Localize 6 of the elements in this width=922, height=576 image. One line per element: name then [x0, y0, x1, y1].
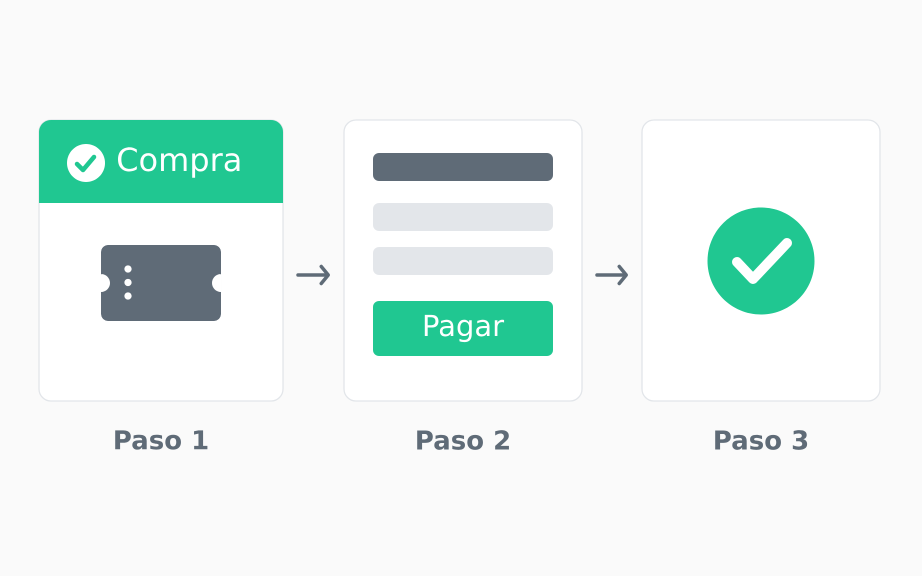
pay-button: Pagar [373, 301, 553, 356]
step-caption: Paso 3 [715, 430, 808, 450]
arrow [296, 264, 330, 286]
arrow [595, 264, 628, 286]
step-caption: Paso 1 [115, 430, 208, 450]
step-caption: Paso 2 [417, 430, 509, 450]
